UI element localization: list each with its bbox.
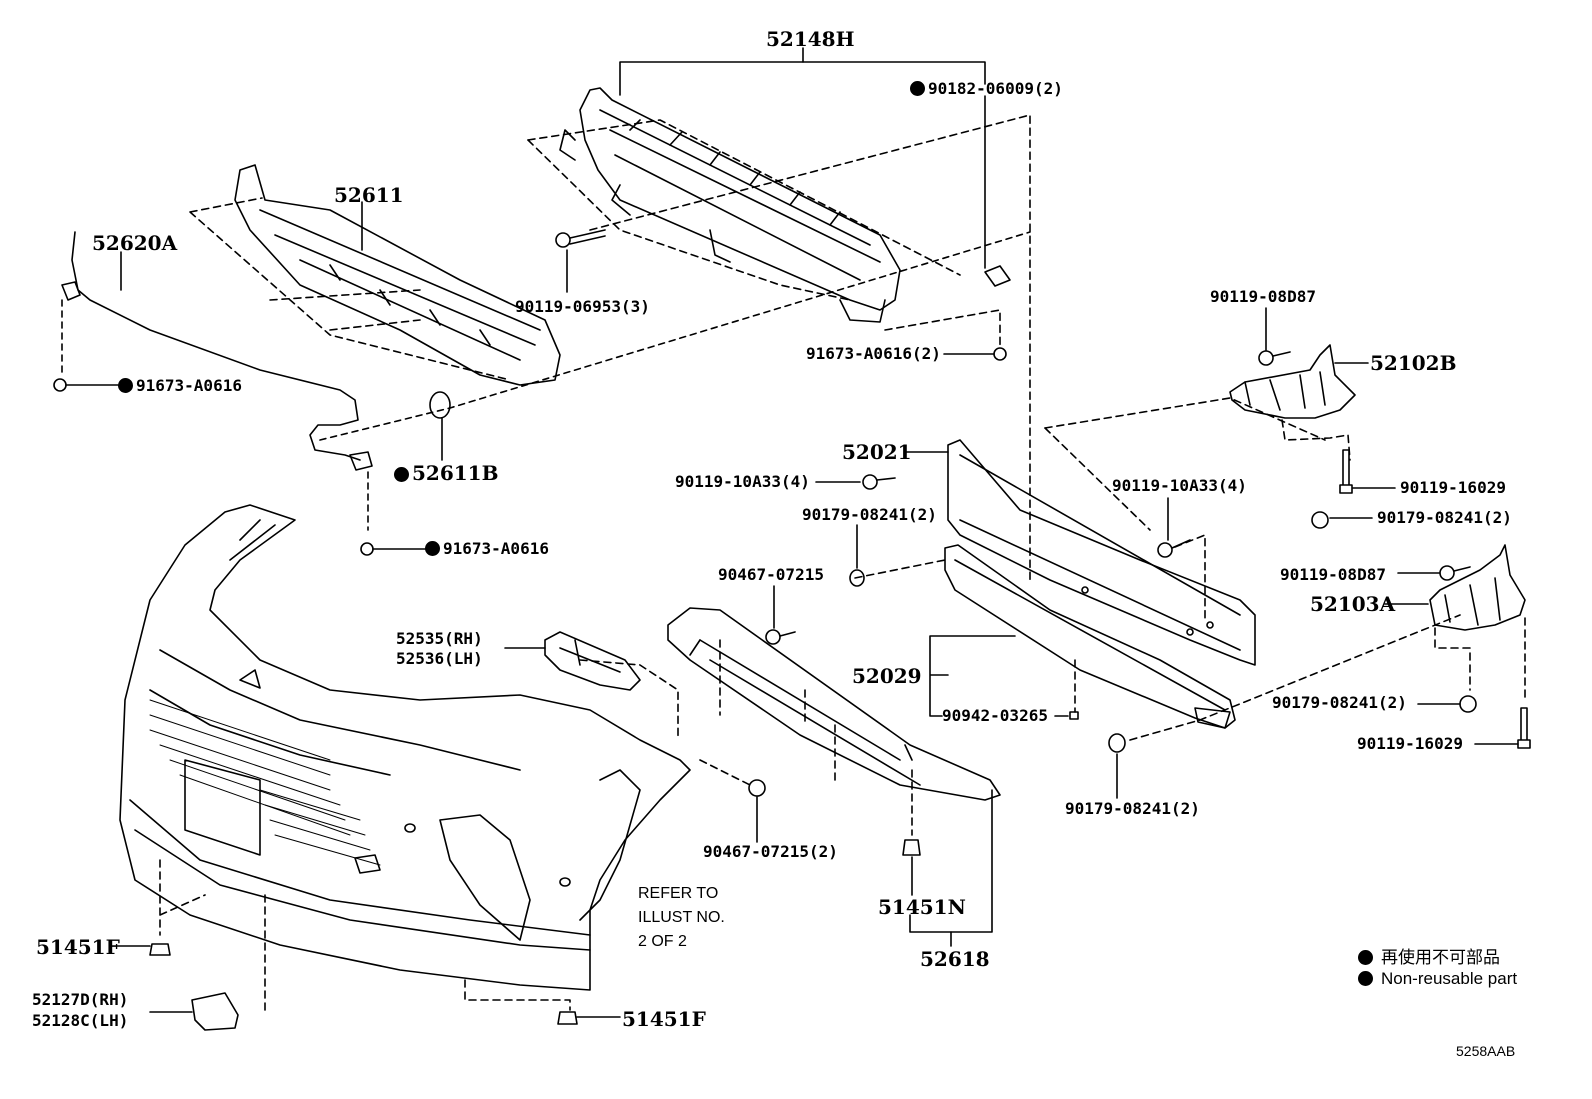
label-52611: 52611 — [334, 183, 404, 207]
label-90467-b: 90467-07215(2) — [703, 842, 838, 861]
label-52618: 52618 — [920, 947, 990, 971]
legend-dot — [1358, 950, 1373, 965]
bolt-90119-16029-b — [1474, 707, 1531, 749]
label-90179-c: 90179-08241(2) — [1065, 799, 1200, 818]
legend-en: Non-reusable part — [1358, 969, 1517, 989]
reinforcement-52021 — [947, 439, 1256, 666]
nut-90179-d — [1417, 695, 1477, 713]
refer-note: REFER TO ILLUST NO. 2 OF 2 — [638, 882, 725, 954]
label-90182: 90182-06009(2) — [910, 80, 1063, 98]
label-90467-a: 90467-07215 — [718, 565, 824, 584]
label-91673-2: 91673-A0616(2) — [806, 344, 941, 363]
bolt-90119-08d87-b — [1397, 565, 1471, 581]
refer-note-line3: 2 OF 2 — [638, 933, 687, 950]
figure-code: 5258AAB — [1456, 1043, 1516, 1059]
label-90119-08d87-b: 90119-08D87 — [1280, 565, 1386, 584]
refer-note-line1: REFER TO — [638, 885, 719, 902]
legend-jp: 再使用不可部品 — [1358, 943, 1500, 968]
label-90942: 90942-03265 — [942, 706, 1048, 725]
bracket-52029 — [929, 635, 1016, 717]
label-52535: 52535(RH) — [396, 629, 483, 648]
bracket-52102b — [1229, 344, 1356, 419]
label-90119-08d87-a: 90119-08D87 — [1210, 287, 1316, 306]
label-90119-16029-a: 90119-16029 — [1400, 478, 1506, 497]
bolt-90119-10a33-b — [1157, 497, 1191, 558]
non-reusable-dot — [394, 467, 409, 482]
label-90179-a: 90179-08241(2) — [802, 505, 937, 524]
bracket-52535 — [544, 631, 641, 691]
bolt-90119-08d87-a — [1258, 307, 1291, 366]
guides-52148h — [527, 114, 1031, 581]
screw-91673-b — [360, 542, 426, 556]
clip-90467-a — [765, 585, 796, 645]
label-90119-10a33-a: 90119-10A33(4) — [675, 472, 810, 491]
label-51451f-b: 51451F — [622, 1007, 706, 1031]
label-52127d: 52127D(RH) — [32, 990, 129, 1009]
clip-51451n — [902, 839, 921, 856]
screw-91673-a — [53, 378, 119, 392]
legend-dot — [1358, 971, 1373, 986]
nut-90179-b — [1311, 511, 1373, 529]
guides-52611 — [189, 197, 511, 381]
cover-52127d — [191, 992, 239, 1031]
label-90179-b: 90179-08241(2) — [1377, 508, 1512, 527]
bolt-90119-16029-a — [1339, 449, 1396, 494]
label-52103a: 52103A — [1310, 592, 1396, 616]
label-52128c: 52128C(LH) — [32, 1011, 129, 1030]
label-52021: 52021 — [842, 440, 912, 464]
label-52536: 52536(LH) — [396, 649, 483, 668]
screw-91673-2 — [943, 347, 1007, 361]
screw-90119-06953 — [555, 229, 606, 293]
label-51451f-a: 51451F — [36, 935, 120, 959]
label-52029: 52029 — [852, 664, 922, 688]
absorber-52029 — [944, 544, 1236, 729]
non-reusable-dot — [910, 81, 925, 96]
clip-51451f-b — [557, 1011, 578, 1025]
bolt-90119-10a33-a — [815, 474, 896, 490]
label-90119-10a33-b: 90119-10A33(4) — [1112, 476, 1247, 495]
nut-90179-c — [1108, 733, 1126, 799]
grille-pattern — [149, 699, 381, 866]
non-reusable-dot — [118, 378, 133, 393]
label-52611b: 52611B — [394, 462, 498, 484]
label-90119-06953: 90119-06953(3) — [515, 297, 650, 316]
label-51451n: 51451N — [878, 895, 966, 919]
non-reusable-dot — [425, 541, 440, 556]
bracket-52103a — [1429, 544, 1526, 631]
label-91673-b: 91673-A0616 — [425, 540, 549, 558]
reinforcement-52148h — [559, 87, 901, 323]
wire-52620a — [61, 231, 373, 471]
cap-52611b — [429, 391, 451, 419]
clip-90467-b — [748, 779, 766, 843]
refer-note-line2: ILLUST NO. — [638, 909, 725, 926]
label-90179-d: 90179-08241(2) — [1272, 693, 1407, 712]
absorber-52611 — [234, 164, 561, 386]
label-90119-16029-b: 90119-16029 — [1357, 734, 1463, 753]
clip-51451f-a — [149, 943, 171, 956]
clip-90182 — [984, 265, 1011, 287]
nut-90179-a — [849, 524, 865, 587]
pin-90942 — [1069, 711, 1079, 720]
label-52102b: 52102B — [1370, 351, 1457, 375]
label-91673-a: 91673-A0616 — [118, 377, 242, 395]
bumper-cover — [119, 504, 691, 991]
label-52620a: 52620A — [92, 231, 178, 255]
label-52148h: 52148H — [766, 27, 855, 51]
